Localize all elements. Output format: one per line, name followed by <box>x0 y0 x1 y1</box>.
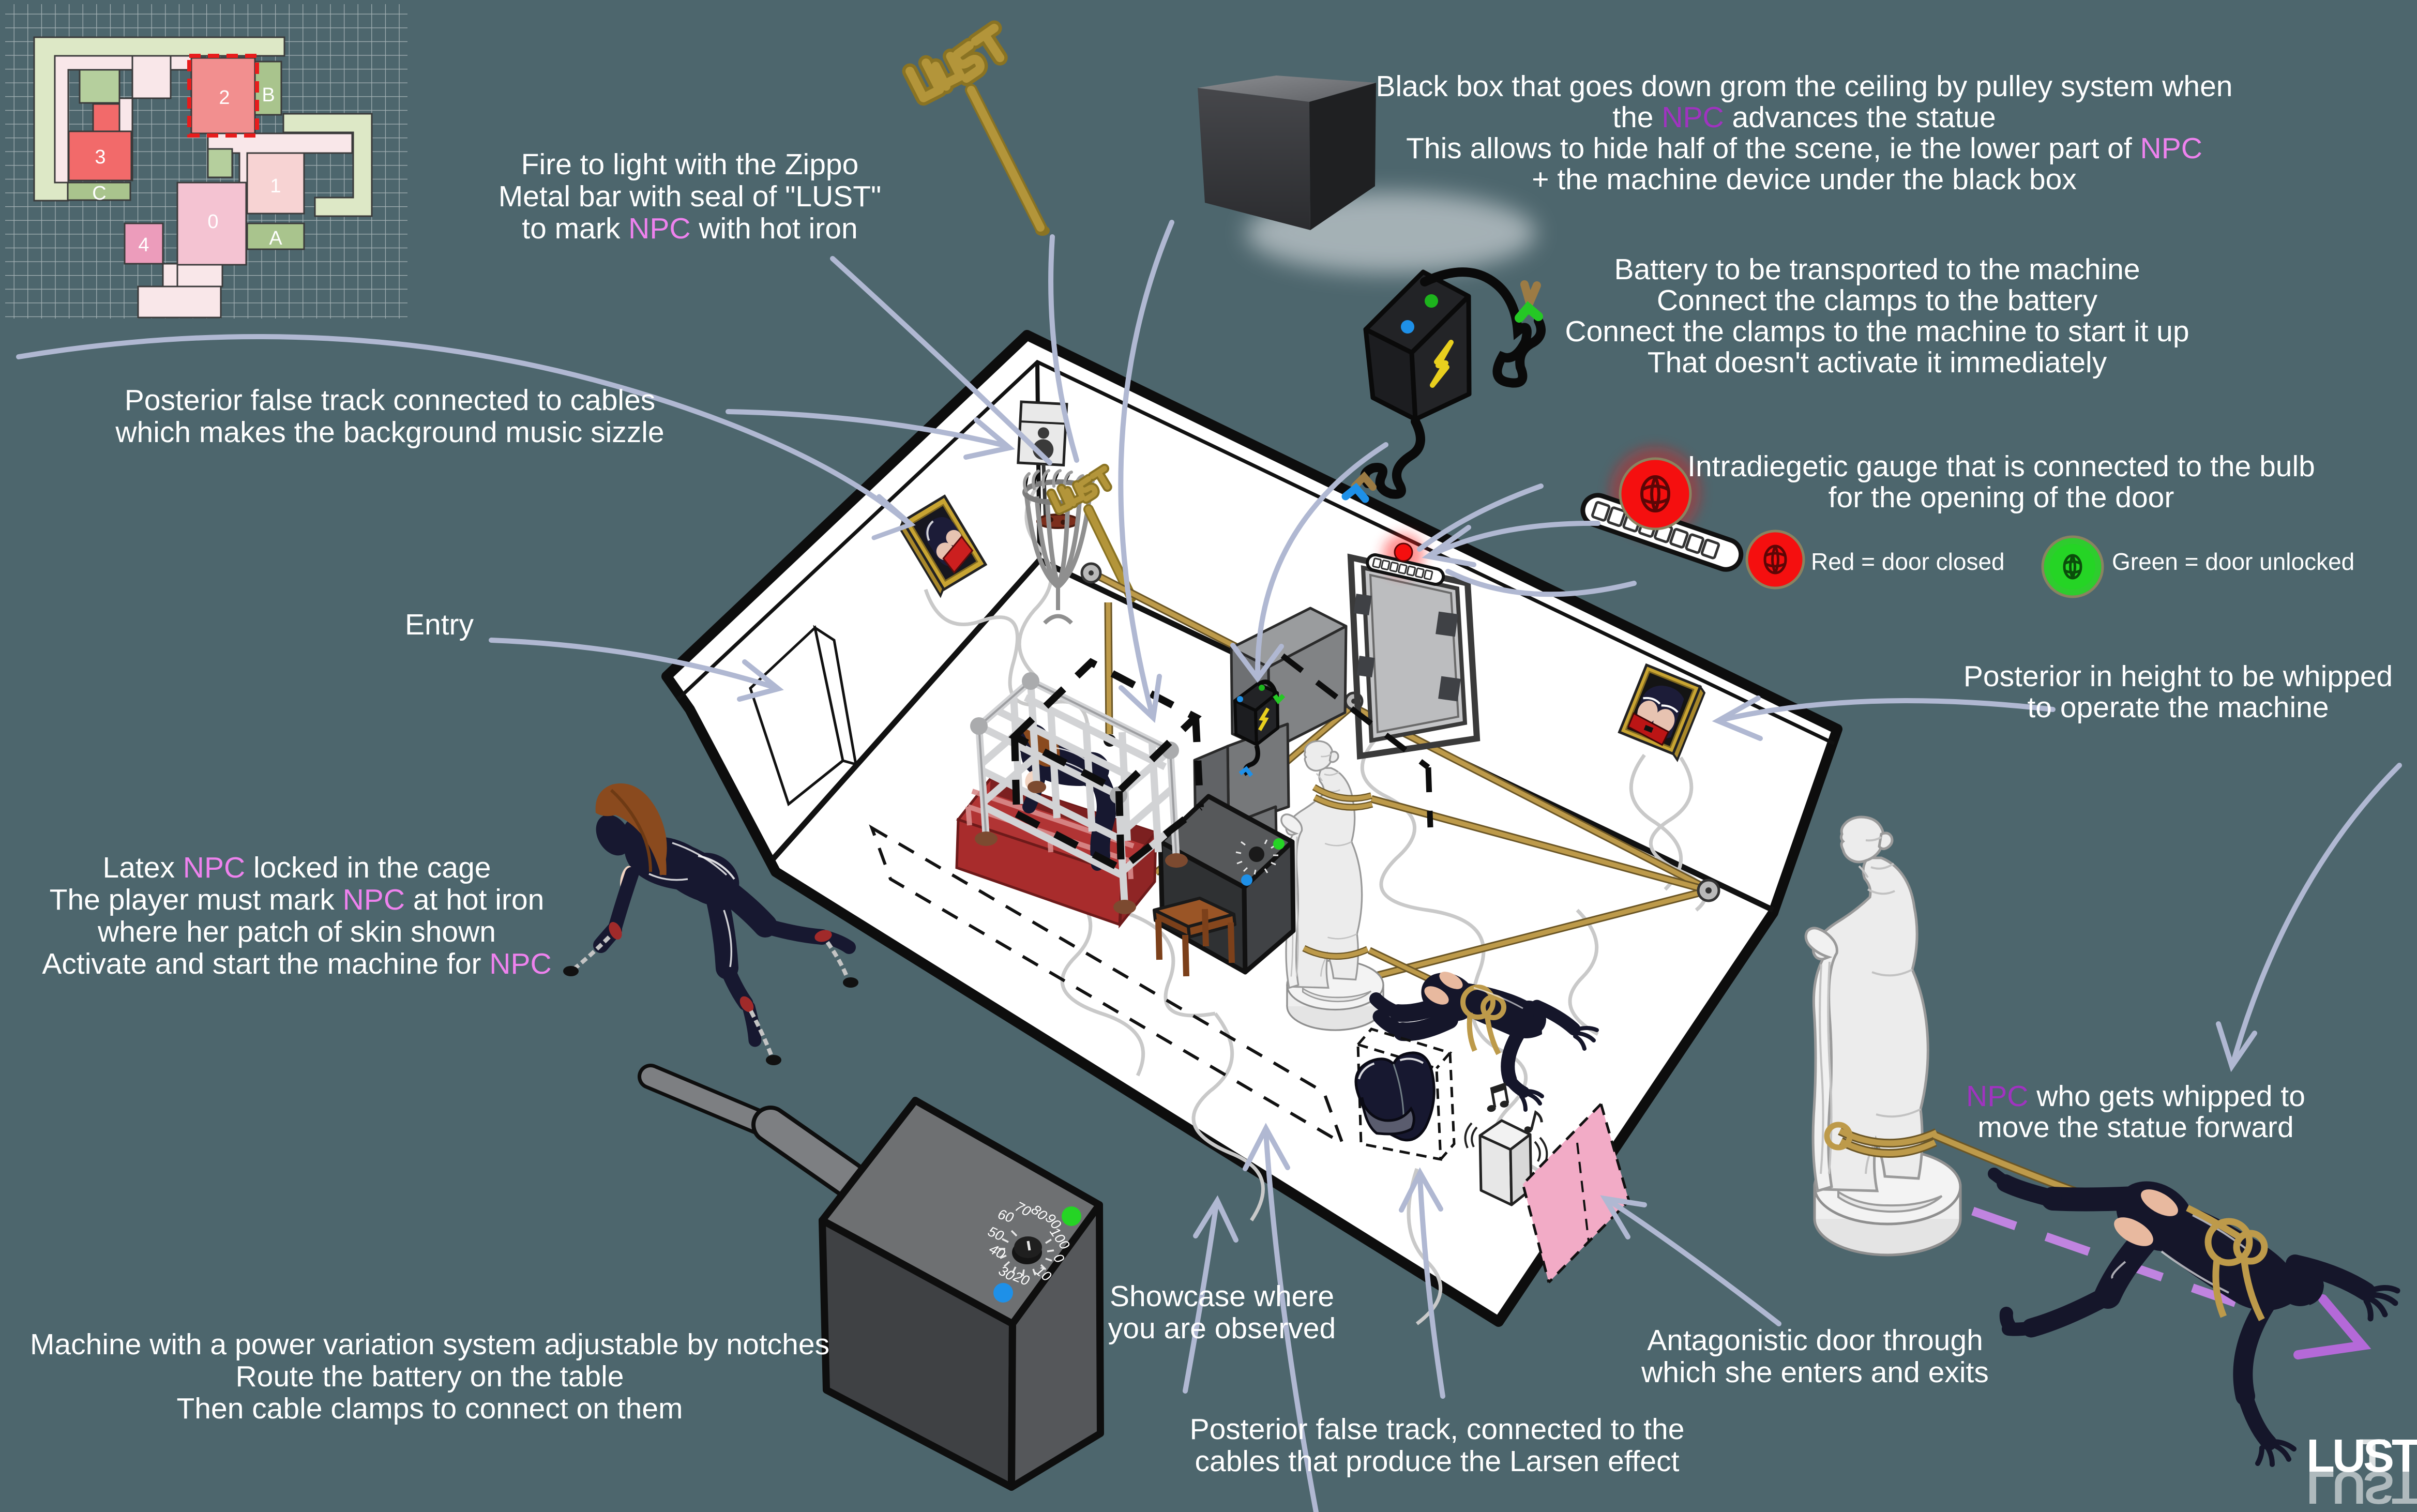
svg-text:Black box that goes down grom: Black box that goes down grom the ceilin… <box>1376 70 2232 103</box>
svg-text:the NPC advances the statue: the NPC advances the statue <box>1612 101 1996 134</box>
svg-text:1: 1 <box>270 175 281 197</box>
svg-text:T: T <box>2359 1430 2385 1479</box>
svg-text:where her patch of skin shown: where her patch of skin shown <box>97 915 496 948</box>
svg-text:Posterior in height to be whip: Posterior in height to be whipped <box>1963 660 2393 693</box>
svg-text:Fire to light with the Zippo: Fire to light with the Zippo <box>521 148 859 181</box>
svg-text:Metal bar with seal of "LUST": Metal bar with seal of "LUST" <box>498 180 882 213</box>
svg-text:move the statue forward: move the statue forward <box>1977 1111 2293 1144</box>
svg-text:to mark NPC with hot iron: to mark NPC with hot iron <box>522 212 857 245</box>
svg-text:Battery to be transported to t: Battery to be transported to the machine <box>1614 253 2140 286</box>
svg-text:Showcase where: Showcase where <box>1110 1280 1334 1313</box>
svg-text:A: A <box>269 228 282 249</box>
svg-text:Then cable clamps to connect o: Then cable clamps to connect on them <box>176 1392 683 1425</box>
svg-text:B: B <box>262 84 275 106</box>
svg-text:Route the battery on the table: Route the battery on the table <box>235 1360 624 1393</box>
svg-text:Activate and start the machine: Activate and start the machine for NPC <box>42 947 551 980</box>
svg-text:Intradiegetic gauge that is co: Intradiegetic gauge that is connected to… <box>1687 450 2315 483</box>
svg-text:That doesn't activate it immed: That doesn't activate it immediately <box>1648 346 2107 379</box>
svg-text:+ the machine device under the: + the machine device under the black box <box>1532 163 2077 196</box>
svg-text:2: 2 <box>219 87 230 109</box>
svg-text:Connect the clamps to the batt: Connect the clamps to the battery <box>1657 284 2098 317</box>
svg-text:which makes the background mus: which makes the background music sizzle <box>115 416 664 449</box>
svg-text:cables that produce the Larsen: cables that produce the Larsen effect <box>1195 1445 1680 1478</box>
svg-text:0: 0 <box>207 211 218 233</box>
svg-text:This allows to hide half of th: This allows to hide half of the scene, i… <box>1406 132 2202 165</box>
svg-text:which she enters and exits: which she enters and exits <box>1641 1356 1989 1389</box>
svg-text:you are observed: you are observed <box>1108 1312 1336 1345</box>
svg-text:Machine with a power variation: Machine with a power variation system ad… <box>30 1328 829 1361</box>
svg-text:C: C <box>92 183 106 204</box>
svg-text:3: 3 <box>95 146 105 168</box>
svg-text:Posterior false track connecte: Posterior false track connected to cable… <box>125 384 656 417</box>
svg-text:Red = door closed: Red = door closed <box>1811 548 2005 575</box>
svg-text:Latex NPC locked in the cage: Latex NPC locked in the cage <box>103 851 491 884</box>
svg-text:Antagonistic door through: Antagonistic door through <box>1647 1324 1983 1357</box>
svg-text:Green = door unlocked: Green = door unlocked <box>2112 548 2354 575</box>
svg-text:4: 4 <box>138 234 149 256</box>
svg-text:Posterior false track, connect: Posterior false track, connected to the <box>1190 1413 1685 1446</box>
svg-text:Entry: Entry <box>405 608 474 641</box>
svg-text:NPC who gets whipped to: NPC who gets whipped to <box>1966 1080 2305 1113</box>
svg-text:LUST: LUST <box>2306 1430 2417 1482</box>
svg-text:Connect the clamps to the mach: Connect the clamps to the machine to sta… <box>1565 315 2189 348</box>
svg-text:to operate the machine: to operate the machine <box>2027 691 2329 724</box>
svg-text:LUST: LUST <box>2306 1461 2417 1512</box>
svg-text:for the opening of the door: for the opening of the door <box>1829 481 2174 514</box>
svg-text:The player must mark NPC at ho: The player must mark NPC at hot iron <box>50 883 545 916</box>
